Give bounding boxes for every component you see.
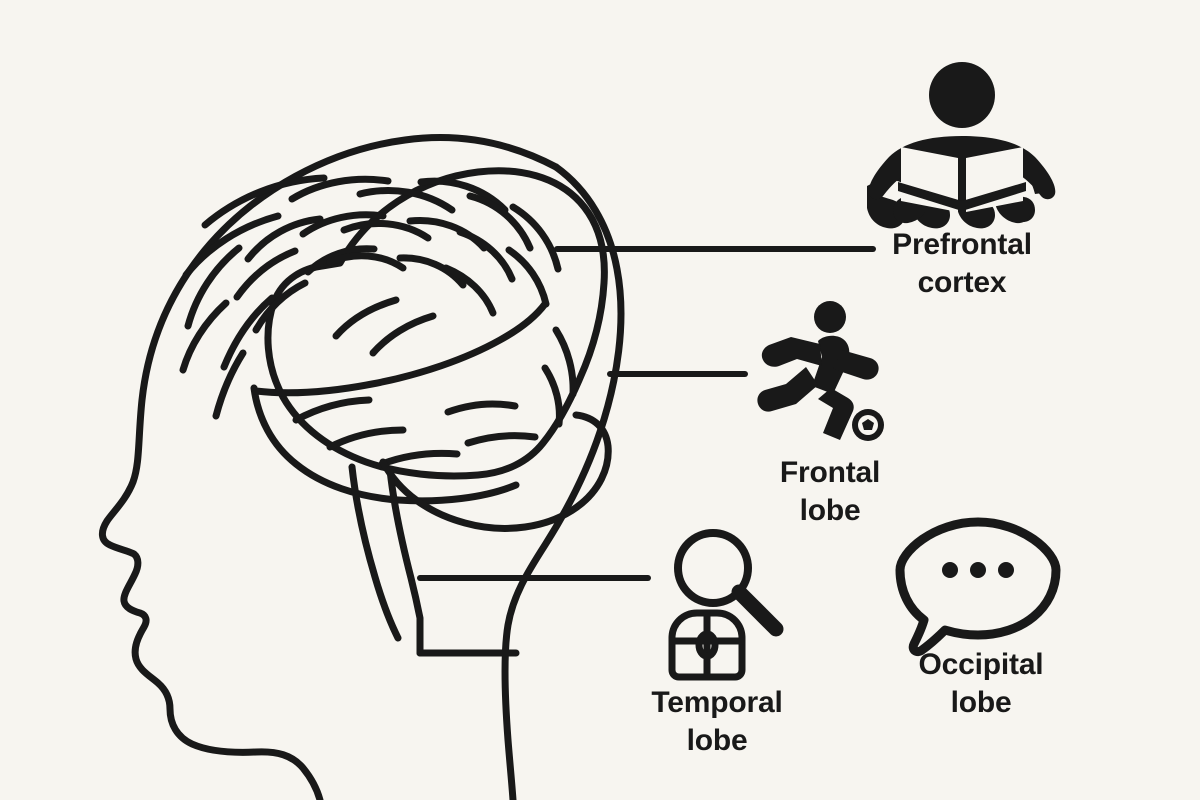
gyrus-13 (356, 187, 456, 214)
gyrus-8 (233, 247, 299, 301)
runner-back-leg-shape (757, 367, 818, 412)
cerebellum-outline (379, 411, 612, 532)
gyrus-25 (369, 312, 437, 357)
gyrus-9 (252, 279, 309, 334)
runner-back-arm-shape (761, 337, 822, 367)
gyrus-23 (505, 246, 550, 308)
gyrus-28 (378, 449, 461, 468)
leader-lines (417, 246, 876, 581)
head-profile-with-brain (99, 133, 625, 800)
gyrus-2 (179, 299, 230, 374)
gyrus-32 (541, 364, 563, 428)
callout-label-frontal-lobe: Frontal lobe (779, 456, 881, 528)
chest-lock-shape (695, 630, 719, 660)
callout-label-prefrontal-cortex: Prefrontal cortex (892, 228, 1032, 300)
gyrus-6 (212, 349, 247, 420)
gyrus-11 (299, 211, 387, 238)
chest-body-shape (668, 609, 746, 681)
callout-label-temporal-lobe: Temporal lobe (651, 686, 783, 758)
magnifier-handle-shape (731, 584, 784, 637)
runner-head-shape (814, 301, 846, 333)
speech-dot-3-shape (998, 562, 1014, 578)
gyrus-16 (417, 177, 509, 214)
runner-torso-shape (812, 335, 850, 394)
gyrus-30 (464, 432, 539, 447)
gyrus-1 (184, 244, 243, 330)
gyrus-12 (304, 245, 378, 276)
gyrus-15 (326, 252, 407, 272)
book-bottom-shape (898, 182, 1026, 211)
gyrus-3 (182, 212, 282, 279)
gyrus-29 (444, 400, 519, 416)
speech-dot-1-shape (942, 562, 958, 578)
sylvian-fissure (252, 300, 549, 397)
person-reading-book-icon (867, 62, 1056, 229)
running-person-with-soccer-ball-icon (757, 301, 884, 441)
runner-front-leg-shape (818, 388, 854, 440)
gyrus-5 (220, 294, 276, 371)
gyrus-27 (326, 426, 407, 451)
runner-front-arm-shape (833, 350, 879, 380)
book-spine-shape (958, 152, 966, 200)
gyrus-14 (340, 219, 432, 242)
gyrus-24 (332, 296, 400, 340)
head-profile-outline (99, 133, 560, 800)
cerebrum-outline (264, 167, 608, 480)
magnifier-lens-shape (674, 529, 752, 607)
gyrus-20 (456, 228, 516, 283)
gyrus-31 (552, 326, 577, 398)
callout-label-occipital-lobe: Occipital lobe (918, 648, 1044, 720)
brainstem-left (348, 463, 402, 642)
gyrus-22 (509, 203, 562, 273)
speech-bubble-shape (895, 517, 1061, 657)
treasure-chest-icon (668, 609, 746, 681)
gyrus-4 (201, 174, 328, 229)
gyrus-26 (292, 396, 373, 424)
speech-dot-2-shape (970, 562, 986, 578)
gyrus-10 (288, 175, 392, 203)
magnifier-over-treasure-chest-icon (674, 529, 784, 637)
gyrus-7 (244, 215, 324, 263)
gyrus-19 (466, 192, 534, 252)
gyrus-18 (396, 254, 467, 289)
brainstem-right (386, 466, 424, 657)
speech-bubble-three-dots-icon (895, 517, 1061, 657)
gyrus-21 (442, 264, 497, 317)
reader-head-shape (929, 62, 995, 128)
soccer-ball-pentagon-shape (862, 419, 874, 430)
temporal-lobe-outline (250, 384, 520, 505)
